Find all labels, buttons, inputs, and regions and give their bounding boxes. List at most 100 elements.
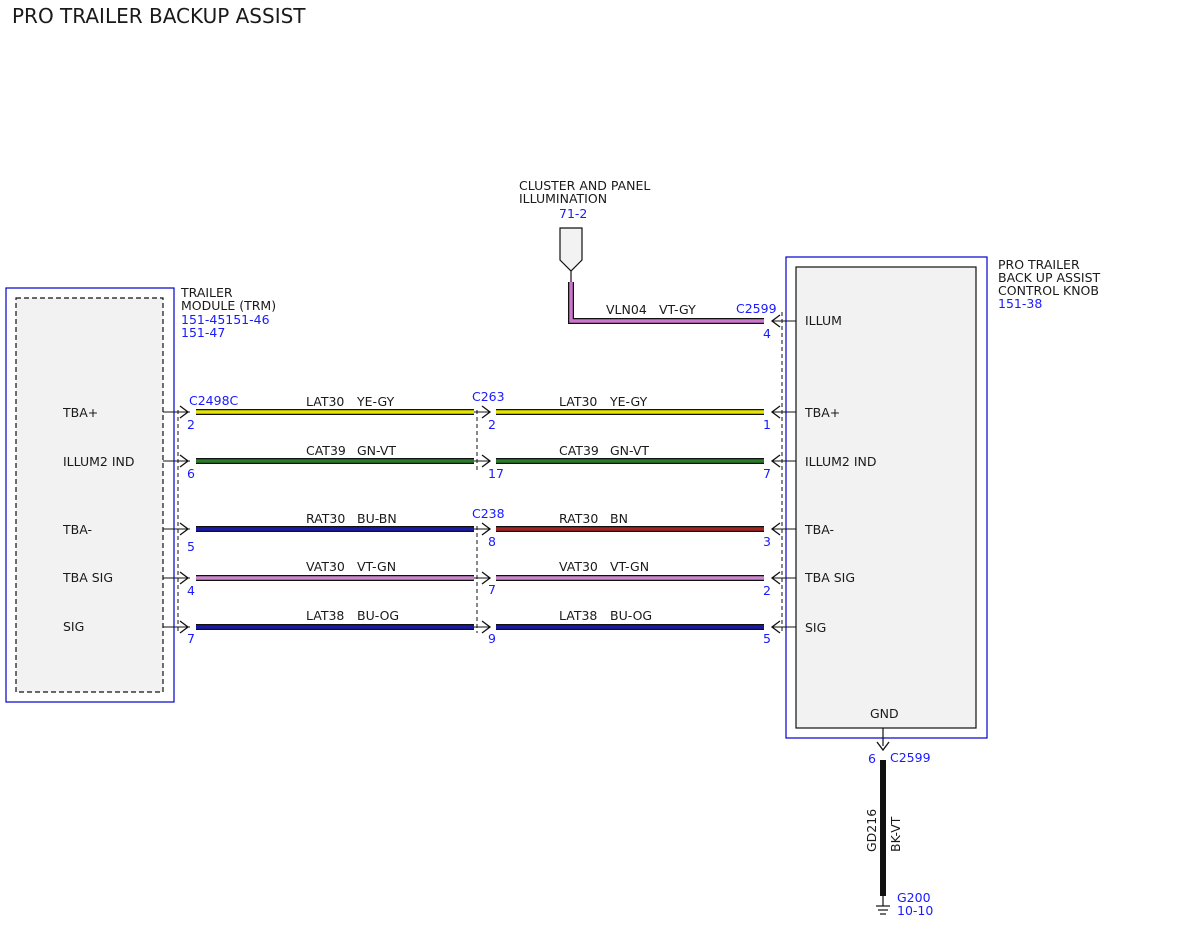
knob-signal-tba-minus: TBA- <box>804 522 834 537</box>
gnd-pin: 6 <box>868 751 876 766</box>
row0-right-pin: 1 <box>763 417 771 432</box>
row3-right-pin: 2 <box>763 583 771 598</box>
trm-signal-tba-plus: TBA+ <box>62 405 98 420</box>
knob-name-2: BACK UP ASSIST <box>998 270 1101 285</box>
row0-left-color: YE-GY <box>356 394 395 409</box>
control-knob-module: PRO TRAILER BACK UP ASSIST CONTROL KNOB … <box>736 256 1101 739</box>
knob-name-3: CONTROL KNOB <box>998 283 1099 298</box>
knob-signal-illum2-ind: ILLUM2 IND <box>805 454 877 469</box>
trm-arrow-tba-plus-icon <box>179 405 190 419</box>
illumination-source: CLUSTER AND PANEL ILLUMINATION 71-2 VLN0… <box>519 178 796 341</box>
illum-source-name-2: ILLUMINATION <box>519 191 607 206</box>
illum-source-connector-icon <box>559 227 583 272</box>
row3-left-color: VT-GN <box>357 559 396 574</box>
ground-ref[interactable]: 10-10 <box>897 903 933 918</box>
circuit-row-tba-sig: VAT30 VT-GN VAT30 VT-GN 4 7 2 <box>187 559 771 598</box>
row1-mid-pin: 17 <box>488 466 504 481</box>
row2-right-pin: 3 <box>763 534 771 549</box>
illum-source-ref[interactable]: 71-2 <box>559 206 587 221</box>
knob-signal-illum: ILLUM <box>805 313 842 328</box>
circuit-row-illum2-ind: CAT39 GN-VT CAT39 GN-VT 6 17 7 <box>187 443 771 481</box>
row0-right-color: YE-GY <box>609 394 648 409</box>
knob-frame <box>785 256 988 739</box>
wire-vln04-color: VT-GY <box>659 302 696 317</box>
row4-left-circuit: LAT38 <box>306 608 344 623</box>
knob-body <box>795 266 977 729</box>
trm-arrow-tba-minus-icon <box>179 522 190 536</box>
trm-connector-label: C2498C <box>189 393 239 408</box>
knob-signal-gnd: GND <box>870 706 899 721</box>
mid-arrow-illum2-ind-icon <box>481 454 492 468</box>
pin-illum-right: 4 <box>763 326 771 341</box>
knob-ref[interactable]: 151-38 <box>998 296 1042 311</box>
row4-left-color: BU-OG <box>357 608 399 623</box>
row0-left-pin: 2 <box>187 417 195 432</box>
trm-arrow-illum2-ind-icon <box>179 454 190 468</box>
row2-left-pin: 5 <box>187 539 195 554</box>
row2-right-color: BN <box>610 511 628 526</box>
trm-name-2: MODULE (TRM) <box>181 298 276 313</box>
mid-arrow-tba-minus-icon <box>481 522 492 536</box>
mid-arrow-sig-icon <box>481 620 492 634</box>
circuit-row-tba-minus: RAT30 BU-BN RAT30 BN 5 8 3 <box>187 511 771 554</box>
row1-left-circuit: CAT39 <box>306 443 346 458</box>
knob-signal-sig: SIG <box>805 620 826 635</box>
circuit-row-sig: LAT38 BU-OG LAT38 BU-OG 7 9 5 <box>187 608 771 646</box>
row3-mid-pin: 7 <box>488 582 496 597</box>
c263-connector-label: C263 <box>472 389 505 404</box>
row1-right-circuit: CAT39 <box>559 443 599 458</box>
row2-right-circuit: RAT30 <box>559 511 598 526</box>
trm-ref-1[interactable]: 151-45151-46 <box>181 312 270 327</box>
mid-arrow-tba-sig-icon <box>481 571 492 585</box>
knob-connector-label: C2599 <box>736 301 777 316</box>
row3-right-color: VT-GN <box>610 559 649 574</box>
trm-signal-tba-minus: TBA- <box>62 522 92 537</box>
knob-signal-tba-plus: TBA+ <box>804 405 840 420</box>
knob-arrow-sig-icon <box>770 620 781 634</box>
page-title: PRO TRAILER BACKUP ASSIST <box>12 4 306 28</box>
ground-point-label: G200 <box>897 890 931 905</box>
trm-arrow-sig-icon <box>179 620 190 634</box>
knob-arrow-tba-plus-icon <box>770 405 781 419</box>
row2-left-color: BU-BN <box>357 511 397 526</box>
row1-right-color: GN-VT <box>610 443 649 458</box>
trm-ref-2[interactable]: 151-47 <box>181 325 225 340</box>
ground-symbol-icon <box>876 905 890 915</box>
circuit-row-tba-plus: LAT30 YE-GY LAT30 YE-GY 2 2 1 <box>187 394 771 432</box>
row3-right-circuit: VAT30 <box>559 559 598 574</box>
row2-mid-pin: 8 <box>488 534 496 549</box>
illum-source-name-1: CLUSTER AND PANEL <box>519 178 650 193</box>
row0-right-circuit: LAT30 <box>559 394 597 409</box>
row0-mid-pin: 2 <box>488 417 496 432</box>
circuit-rows: LAT30 YE-GY LAT30 YE-GY 2 2 1 CAT39 GN-V… <box>187 394 771 646</box>
trm-signal-illum2-ind: ILLUM2 IND <box>63 454 135 469</box>
wire-vln04-circuit: VLN04 <box>606 302 647 317</box>
knob-arrow-tba-minus-icon <box>770 522 781 536</box>
trailer-module: TRAILER MODULE (TRM) 151-45151-46 151-47… <box>5 285 276 703</box>
knob-arrow-illum2-ind-icon <box>770 454 781 468</box>
c238-connector-label: C238 <box>472 506 505 521</box>
trm-arrow-tba-sig-icon <box>179 571 190 585</box>
trm-frame <box>5 287 175 703</box>
knob-arrow-tba-sig-icon <box>770 571 781 585</box>
row2-left-circuit: RAT30 <box>306 511 345 526</box>
trm-signal-tba-sig: TBA SIG <box>62 570 113 585</box>
row1-left-pin: 6 <box>187 466 195 481</box>
trm-body <box>15 297 164 693</box>
row3-left-pin: 4 <box>187 583 195 598</box>
wire-gd216-color: BK-VT <box>888 816 903 852</box>
row4-right-pin: 5 <box>763 631 771 646</box>
row3-left-circuit: VAT30 <box>306 559 345 574</box>
ground-circuit: 6 C2599 GD216 BK-VT G200 10-10 <box>864 728 933 918</box>
mid-arrow-tba-plus-icon <box>481 405 492 419</box>
row4-right-circuit: LAT38 <box>559 608 597 623</box>
row1-right-pin: 7 <box>763 466 771 481</box>
wire-segments <box>163 405 796 634</box>
row4-left-pin: 7 <box>187 631 195 646</box>
gnd-connector-label: C2599 <box>890 750 931 765</box>
row0-left-circuit: LAT30 <box>306 394 344 409</box>
row4-mid-pin: 9 <box>488 631 496 646</box>
wire-vln04-fill <box>569 282 764 323</box>
knob-name-1: PRO TRAILER <box>998 257 1080 272</box>
